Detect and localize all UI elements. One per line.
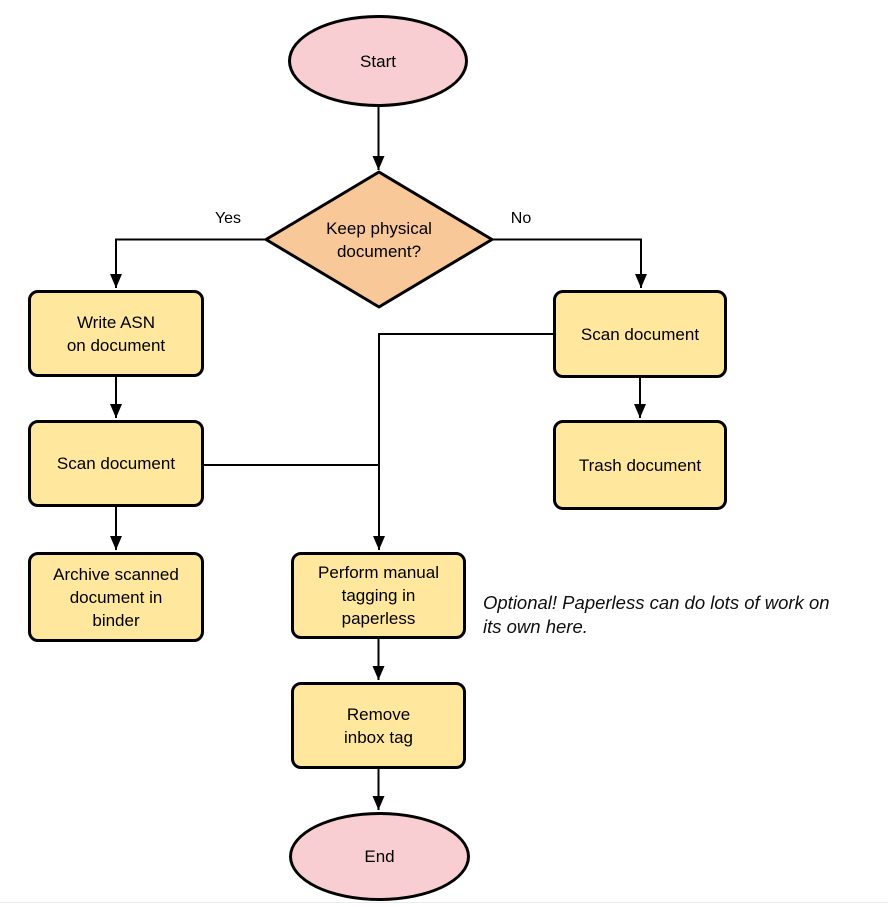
node-perform-manual-tagging-label: Perform manual tagging in paperless [318, 563, 439, 628]
node-remove-inbox-tag: Remove inbox tag [291, 682, 466, 769]
node-scan-document-left-label: Scan document [56, 454, 176, 473]
node-remove-inbox-tag-label: Remove inbox tag [344, 704, 413, 747]
node-scan-document-left: Scan document [28, 420, 204, 507]
node-scan-document-right-label: Scan document [580, 324, 700, 344]
node-write-asn-on-document: Write ASN on document [28, 290, 204, 377]
decision-diamond-shape [264, 170, 494, 309]
node-archive-scanned-document-label: Archive scanned document in binder [53, 564, 179, 630]
node-perform-manual-tagging: Perform manual tagging in paperless [291, 552, 466, 639]
node-end-label: End [364, 847, 395, 866]
node-end: End [289, 812, 470, 901]
edge-decision-yes-to-write-asn [110, 238, 266, 288]
edge-label-no: No [510, 210, 532, 227]
node-keep-physical-document: Keep physical document? [266, 172, 492, 307]
edge-scan-right-to-tagging [373, 333, 553, 550]
node-keep-physical-document-label: Keep physical document? [326, 218, 432, 261]
edge-label-yes: Yes [214, 210, 242, 227]
node-start-label: Start [360, 51, 396, 71]
node-write-asn-label: Write ASN on document [66, 312, 166, 355]
edge-decision-no-to-scan-right [492, 238, 647, 288]
page-bottom-divider [0, 902, 888, 903]
node-trash-document: Trash document [553, 420, 727, 510]
node-scan-document-right: Scan document [553, 290, 727, 378]
node-archive-scanned-document: Archive scanned document in binder [28, 552, 204, 642]
annotation-optional-paperless: Optional! Paperless can do lots of work … [483, 592, 830, 637]
node-trash-document-label: Trash document [578, 455, 702, 475]
node-start: Start [288, 15, 468, 107]
